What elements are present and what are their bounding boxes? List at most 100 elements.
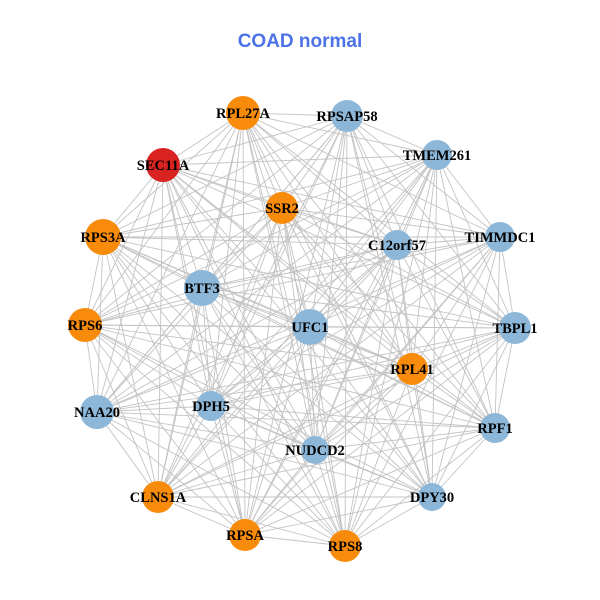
network-edge bbox=[344, 496, 433, 547]
network-edge bbox=[210, 405, 496, 429]
network-edge bbox=[244, 207, 283, 536]
figure-title: COAD normal bbox=[237, 31, 363, 52]
network-edge bbox=[344, 236, 501, 547]
network-edge bbox=[346, 115, 501, 238]
network-edge bbox=[162, 164, 246, 536]
network-edge bbox=[102, 236, 516, 329]
network-node-rpsap58 bbox=[331, 100, 363, 132]
network-edge bbox=[102, 236, 398, 246]
network-node-sec11a bbox=[146, 148, 180, 182]
network-edge bbox=[201, 287, 496, 429]
network-edge bbox=[244, 427, 496, 536]
network-edge bbox=[314, 449, 433, 498]
network-edge bbox=[96, 164, 164, 413]
network-edge bbox=[96, 411, 433, 498]
network-edge bbox=[314, 427, 496, 451]
network-edge bbox=[494, 327, 516, 429]
network-edge bbox=[102, 236, 346, 547]
network-edge bbox=[344, 244, 398, 547]
network-edge bbox=[157, 405, 212, 498]
network-node-rpsa bbox=[229, 519, 261, 551]
network-edge bbox=[244, 534, 346, 547]
network-edge bbox=[346, 115, 438, 156]
network-edge bbox=[314, 449, 346, 547]
network-edge bbox=[102, 236, 316, 451]
network-edge bbox=[162, 164, 203, 289]
network-edge bbox=[84, 164, 164, 326]
network-edge bbox=[96, 287, 203, 413]
network-edge bbox=[157, 207, 283, 498]
network-edge bbox=[309, 154, 438, 328]
network-edge bbox=[411, 368, 496, 429]
network-edge bbox=[102, 236, 246, 536]
network-node-timmdc1 bbox=[485, 222, 515, 252]
network-edge bbox=[309, 326, 433, 498]
network-edge bbox=[344, 327, 516, 547]
network-edge bbox=[210, 327, 516, 407]
network-edge bbox=[162, 164, 516, 329]
network-edge bbox=[210, 405, 346, 547]
network-edge bbox=[210, 326, 311, 407]
network-edge bbox=[84, 324, 346, 547]
network-edge bbox=[102, 236, 413, 370]
network-edge bbox=[344, 368, 413, 547]
network-edge bbox=[162, 154, 438, 166]
network-edge bbox=[84, 324, 212, 407]
network-edge bbox=[210, 115, 348, 407]
network-node-c12orf57 bbox=[382, 230, 412, 260]
network-node-clns1a bbox=[142, 481, 174, 513]
network-edge bbox=[96, 411, 246, 536]
network-edge bbox=[162, 164, 311, 328]
network-edge bbox=[157, 326, 311, 498]
network-edge bbox=[84, 154, 438, 326]
network-edge bbox=[244, 244, 398, 536]
network-edge bbox=[431, 427, 496, 498]
network-node-rps6 bbox=[68, 308, 102, 342]
network-edge bbox=[244, 496, 433, 536]
network-edge bbox=[309, 326, 516, 329]
network-edge bbox=[157, 327, 516, 498]
nodes-layer bbox=[68, 96, 531, 562]
network-edge bbox=[157, 244, 398, 498]
network-edge bbox=[346, 115, 398, 246]
network-edge bbox=[242, 112, 316, 451]
network-edge bbox=[96, 368, 413, 413]
network-edge bbox=[162, 164, 346, 547]
network-edge bbox=[201, 244, 398, 289]
network-edge bbox=[201, 287, 433, 498]
network-edge bbox=[96, 411, 346, 547]
network-node-btf3 bbox=[184, 270, 220, 306]
network-edge bbox=[96, 411, 159, 498]
network-edge bbox=[242, 112, 501, 238]
network-edge bbox=[201, 287, 346, 547]
network-edge bbox=[396, 244, 516, 329]
network-edge bbox=[281, 207, 398, 246]
edges-layer bbox=[84, 112, 516, 547]
network-edge bbox=[210, 368, 413, 407]
network-edge bbox=[210, 154, 438, 407]
network-edge bbox=[201, 236, 501, 289]
network-node-tbpl1 bbox=[499, 312, 531, 344]
network-edge bbox=[281, 207, 516, 329]
network-node-rps8 bbox=[329, 530, 361, 562]
network-edge bbox=[242, 112, 348, 117]
network-edge bbox=[102, 115, 348, 238]
network-edge bbox=[96, 411, 316, 451]
network-edge bbox=[157, 236, 501, 498]
network-edge bbox=[309, 236, 501, 328]
network-edge bbox=[281, 207, 346, 547]
network-edge bbox=[157, 449, 316, 498]
network-edge bbox=[411, 327, 516, 370]
network-node-rpf1 bbox=[480, 413, 510, 443]
network-edge bbox=[346, 115, 496, 429]
network-node-rpl27a bbox=[226, 96, 260, 130]
network-edge bbox=[157, 427, 496, 498]
network-edge bbox=[201, 154, 438, 289]
network-edge bbox=[242, 112, 438, 156]
network-node-dph5 bbox=[196, 391, 226, 421]
network-node-nudcd2 bbox=[301, 436, 329, 464]
network-edge bbox=[84, 324, 413, 370]
network-edge bbox=[210, 405, 246, 536]
network-edge bbox=[84, 287, 203, 326]
